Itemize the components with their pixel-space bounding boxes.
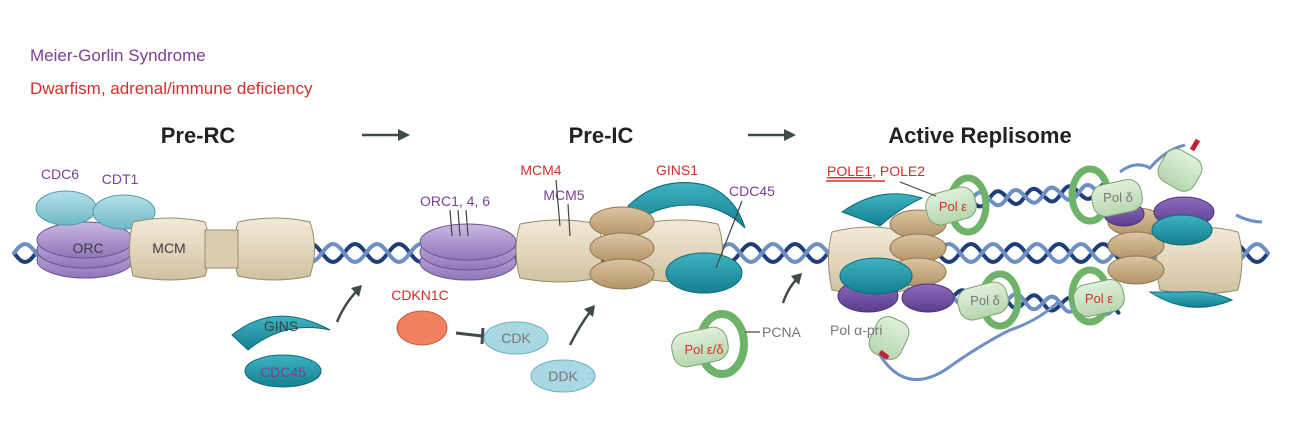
cdkn1c-label: CDKN1C xyxy=(391,287,449,303)
pol-ed-protein xyxy=(671,326,729,368)
mcm4-label: MCM4 xyxy=(520,162,561,178)
pol-d-bottom-protein xyxy=(957,281,1009,321)
active-replisome: Pol ε POLE1, POLE2 Pol δ Pol α-pri Pol δ… xyxy=(826,138,1243,360)
pole1-label: POLE1 xyxy=(827,163,872,179)
pol-ed-label: Pol ε/δ xyxy=(684,342,723,357)
pol-d-top-label: Pol δ xyxy=(1103,190,1133,205)
stage-arrow-2 xyxy=(748,129,796,141)
ddk-protein xyxy=(530,359,596,393)
pol-alpha-label: Pol α-pri xyxy=(830,322,882,338)
cdc45-bottom-label: CDC45 xyxy=(260,364,306,380)
pol-d-bottom-label: Pol δ xyxy=(970,293,1000,308)
pole2-label: POLE2 xyxy=(880,163,925,179)
pol-lagging-top xyxy=(1157,148,1203,192)
legend-meier-gorlin: Meier-Gorlin Syndrome xyxy=(30,46,206,65)
single-strand-dna xyxy=(1235,213,1263,224)
single-strand-dna xyxy=(878,298,1062,382)
cdc6-label: CDC6 xyxy=(41,166,79,182)
pol-e-bottom-protein xyxy=(1073,279,1125,317)
mcm5-label: MCM5 xyxy=(543,187,584,203)
mcm-hexamer-1 xyxy=(515,219,603,283)
mcm-label: MCM xyxy=(152,240,185,256)
cdkn1c-protein xyxy=(396,310,448,346)
arrow-gins-to-preic xyxy=(335,290,358,323)
cdk-protein xyxy=(483,321,549,355)
pol-d-top-protein xyxy=(1091,179,1143,217)
pol-e-top-label: Pol ε xyxy=(939,199,967,214)
mcm-hexamer-1 xyxy=(129,217,210,281)
arrow-cdk-to-preic xyxy=(568,311,591,346)
stage-arrow-1 xyxy=(362,129,410,141)
legend-dwarfism: Dwarfism, adrenal/immune deficiency xyxy=(30,79,313,98)
pol-e-bottom-label: Pol ε xyxy=(1085,291,1113,306)
cdc45-top-label: CDC45 xyxy=(729,183,775,199)
pol-pcna-free: Pol ε/δ PCNA xyxy=(671,273,802,378)
gins-crescent xyxy=(231,315,331,351)
arrow-pol-to-replisome xyxy=(781,278,798,304)
pre-rc-complex: ORC CDC6 CDT1 MCM xyxy=(35,166,315,281)
stage-title-active-replisome: Active Replisome xyxy=(888,123,1071,148)
cdc45-free xyxy=(244,354,322,388)
gins-label: GINS xyxy=(264,318,298,334)
pol-e-top-protein xyxy=(925,186,977,226)
cdt1-label: CDT1 xyxy=(102,171,139,187)
gins-right xyxy=(1148,291,1234,308)
pre-ic-complex: ORC1, 4, 6 MCM4 MCM5 GINS1 CDC45 xyxy=(419,162,775,294)
gins-cdc45-free: GINS CDC45 xyxy=(231,285,362,388)
ddk-label: DDK xyxy=(548,368,578,384)
mcm-bridge xyxy=(204,229,239,269)
cdk-label: CDK xyxy=(501,330,531,346)
pole-label: POLE1, POLE2 xyxy=(827,163,925,179)
gins1-label: GINS1 xyxy=(656,162,698,178)
pol-alpha-protein xyxy=(868,316,910,360)
gins-arc xyxy=(627,182,746,229)
pcna-label: PCNA xyxy=(762,324,802,340)
mcm-hexamer-2 xyxy=(233,217,315,281)
cdc45-bound xyxy=(665,252,743,294)
gins-left xyxy=(840,193,924,227)
stage-title-pre-ic: Pre-IC xyxy=(569,123,634,148)
orc-label: ORC xyxy=(72,240,103,256)
cdc6-protein xyxy=(35,190,97,226)
stage-title-pre-rc: Pre-RC xyxy=(161,123,236,148)
gins-tan-subunit xyxy=(589,258,655,290)
inhibition-line xyxy=(455,331,483,338)
cdk-regulation: CDKN1C CDK DDK xyxy=(391,287,596,393)
orc146-label: ORC1, 4, 6 xyxy=(420,193,490,209)
